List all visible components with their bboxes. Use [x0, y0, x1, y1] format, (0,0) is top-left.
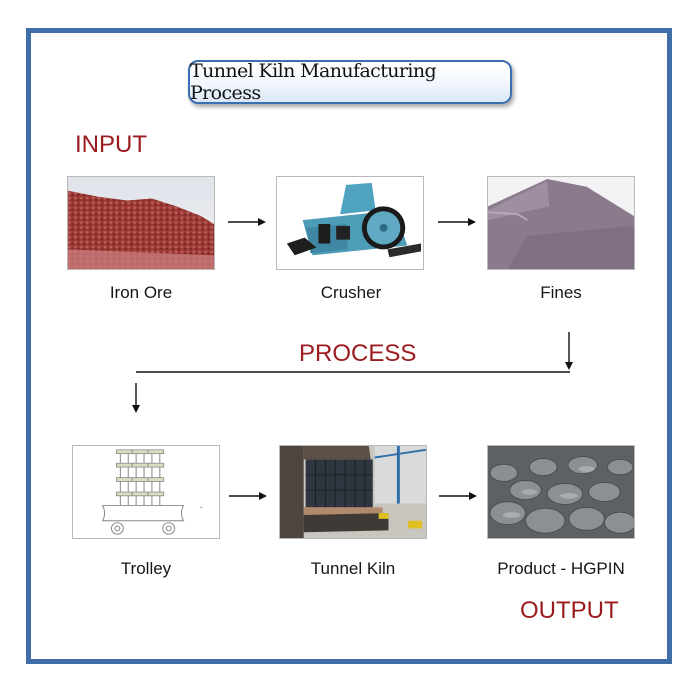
trolley-image [72, 445, 220, 539]
arrow-right-icon [229, 492, 267, 500]
diagram-frame [26, 28, 672, 664]
section-output-label: OUTPUT [520, 597, 619, 624]
product-label: Product - HGPIN [497, 559, 625, 578]
diagram-title: Tunnel Kiln Manufacturing Process [190, 60, 437, 104]
iron-ore-label: Iron Ore [109, 283, 173, 302]
iron-ore-image [67, 176, 215, 270]
section-process-label: PROCESS [299, 340, 417, 367]
arrow-right-icon [228, 218, 266, 226]
arrow-right-icon [439, 492, 477, 500]
crusher-image [276, 176, 424, 270]
product-image [487, 445, 635, 539]
title-box: Tunnel Kiln Manufacturing Process [188, 60, 512, 104]
tunnel-kiln-image [279, 445, 427, 539]
crusher-label: Crusher [320, 283, 382, 302]
process-connector [132, 332, 573, 413]
arrow-right-icon [438, 218, 476, 226]
fines-image [487, 176, 635, 270]
section-input-label: INPUT [75, 131, 147, 158]
fines-label: Fines [540, 283, 582, 302]
tunnel-kiln-label: Tunnel Kiln [310, 559, 396, 578]
trolley-label: Trolley [120, 559, 172, 578]
